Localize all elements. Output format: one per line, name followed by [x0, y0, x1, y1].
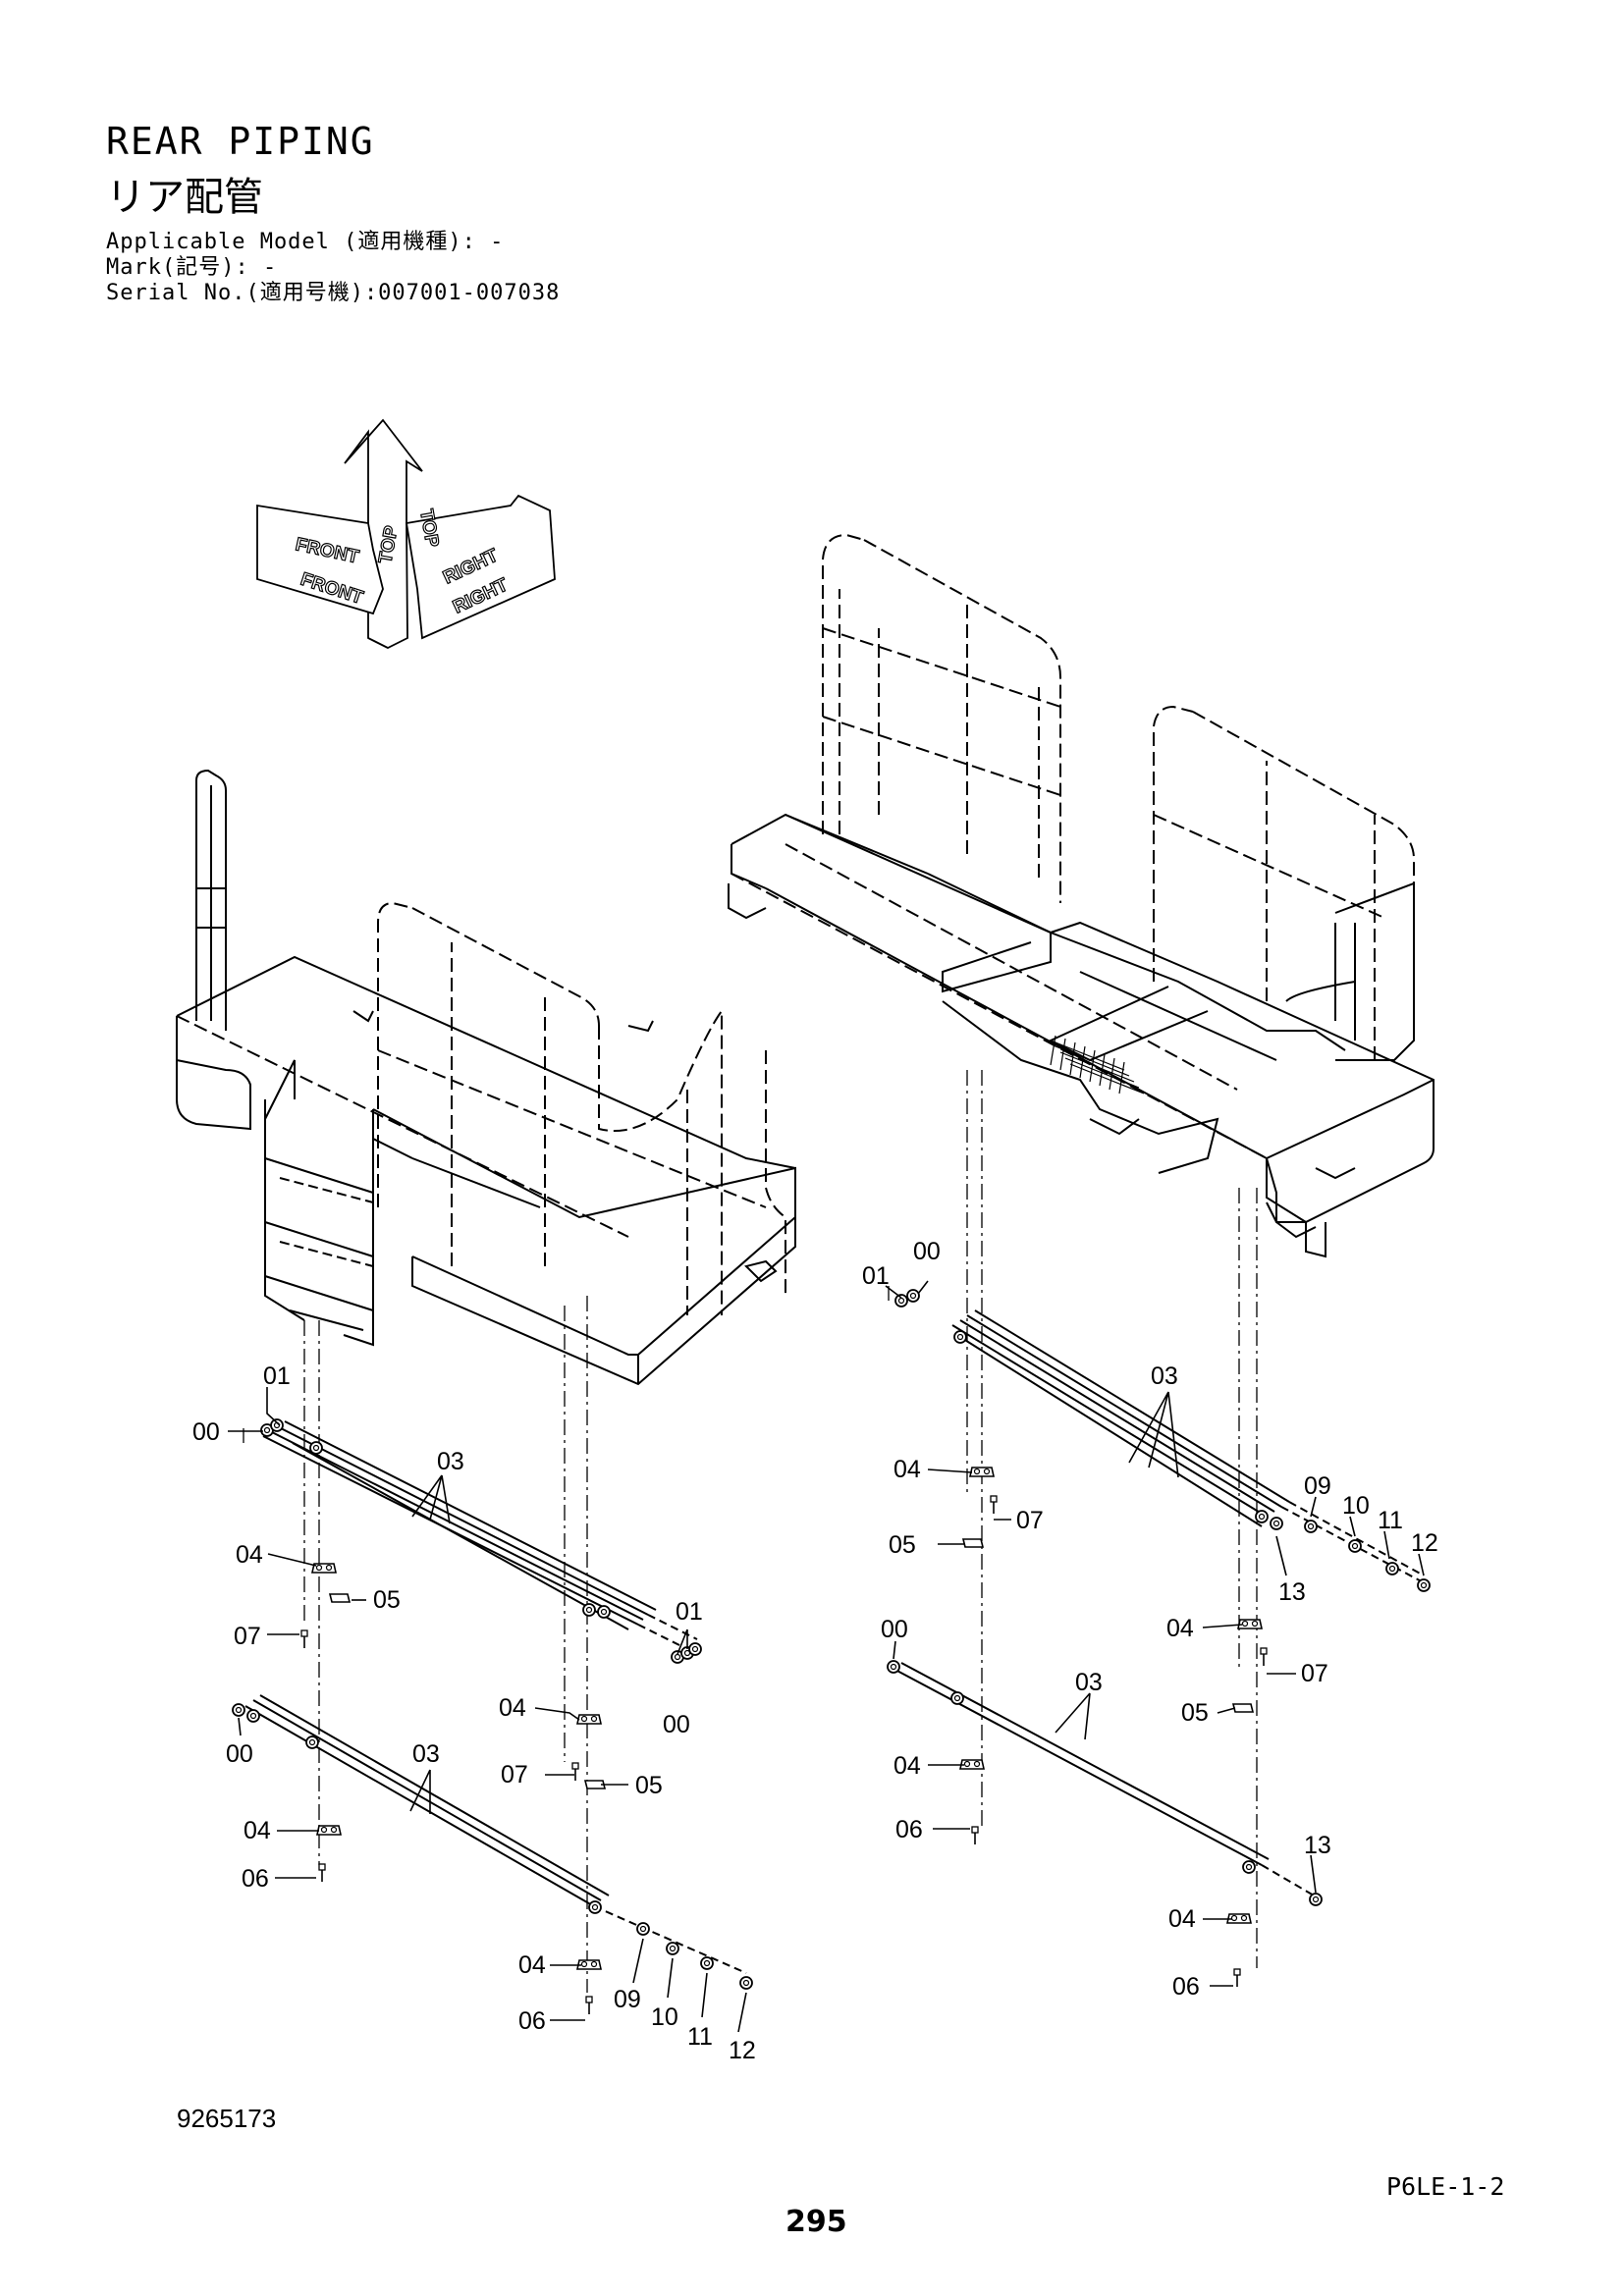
callout-07: 07 [234, 1623, 261, 1650]
callout-04: 04 [244, 1817, 271, 1844]
callout-04: 04 [1166, 1615, 1194, 1642]
reference-lines [243, 1070, 1258, 1993]
left-platform [176, 769, 796, 1386]
applicable-model: Applicable Model (適用機種): - [106, 230, 505, 254]
callout-00: 00 [881, 1616, 908, 1643]
callout-00: 00 [226, 1740, 253, 1768]
callout-06: 06 [518, 2007, 546, 2035]
page-code: P6LE-1-2 [1386, 2172, 1505, 2201]
callout-01: 01 [263, 1362, 291, 1390]
document-number: 9265173 [177, 2104, 277, 2133]
callout-00: 00 [913, 1238, 941, 1265]
callout-03: 03 [437, 1448, 464, 1475]
callout-00: 00 [192, 1418, 220, 1446]
callout-06: 06 [1172, 1973, 1200, 2001]
callout-04: 04 [893, 1752, 921, 1780]
callout-04: 04 [236, 1541, 263, 1569]
callout-05: 05 [889, 1531, 916, 1559]
callout-06: 06 [242, 1865, 269, 1893]
mark: Mark(記号): - [106, 255, 278, 280]
page-title: REAR PIPING [106, 120, 375, 163]
callout-04: 04 [1168, 1905, 1196, 1933]
callout-06: 06 [895, 1816, 923, 1843]
leader-lines [228, 1280, 1425, 2033]
callout-11: 11 [687, 2023, 713, 2051]
page-title-japanese: リア配管 [106, 175, 263, 220]
callout-01: 01 [862, 1262, 890, 1290]
callout-09: 09 [1304, 1472, 1331, 1500]
right-platform [728, 533, 1435, 1258]
callout-12: 12 [1411, 1529, 1438, 1557]
callout-03: 03 [1151, 1362, 1178, 1390]
callout-05: 05 [635, 1772, 663, 1799]
pipe-bundle-left-lower [244, 1694, 747, 1974]
callout-04: 04 [893, 1456, 921, 1483]
orientation-indicator: FRONT FRONT TOP TOP RIGHT RIGHT [256, 418, 556, 650]
pipe-bundle-left-upper [262, 1420, 698, 1650]
serial-number: Serial No.(適用号機):007001-007038 [106, 281, 561, 305]
callout-07: 07 [501, 1761, 528, 1789]
callout-05: 05 [373, 1586, 401, 1614]
callout-13: 13 [1278, 1578, 1306, 1606]
callout-13: 13 [1304, 1832, 1331, 1859]
callout-00: 00 [663, 1711, 690, 1738]
callout-10: 10 [1342, 1492, 1370, 1520]
callout-03: 03 [412, 1740, 440, 1768]
callout-11: 11 [1378, 1507, 1403, 1534]
callout-04: 04 [499, 1694, 526, 1722]
callout-09: 09 [614, 1986, 641, 2013]
callout-12: 12 [729, 2037, 756, 2064]
callout-07: 07 [1301, 1660, 1328, 1687]
callout-03: 03 [1075, 1669, 1103, 1696]
callout-05: 05 [1181, 1699, 1209, 1727]
callout-labels: 01 00 03 04 05 07 01 00 04 07 05 00 03 0… [192, 1238, 1438, 2064]
pipe-bundle-right-upper [951, 1309, 1430, 1586]
callout-01: 01 [676, 1598, 703, 1626]
callout-07: 07 [1016, 1507, 1044, 1534]
callout-10: 10 [651, 2003, 678, 2031]
page-number: 295 [785, 2205, 847, 2239]
callout-04: 04 [518, 1951, 546, 1979]
